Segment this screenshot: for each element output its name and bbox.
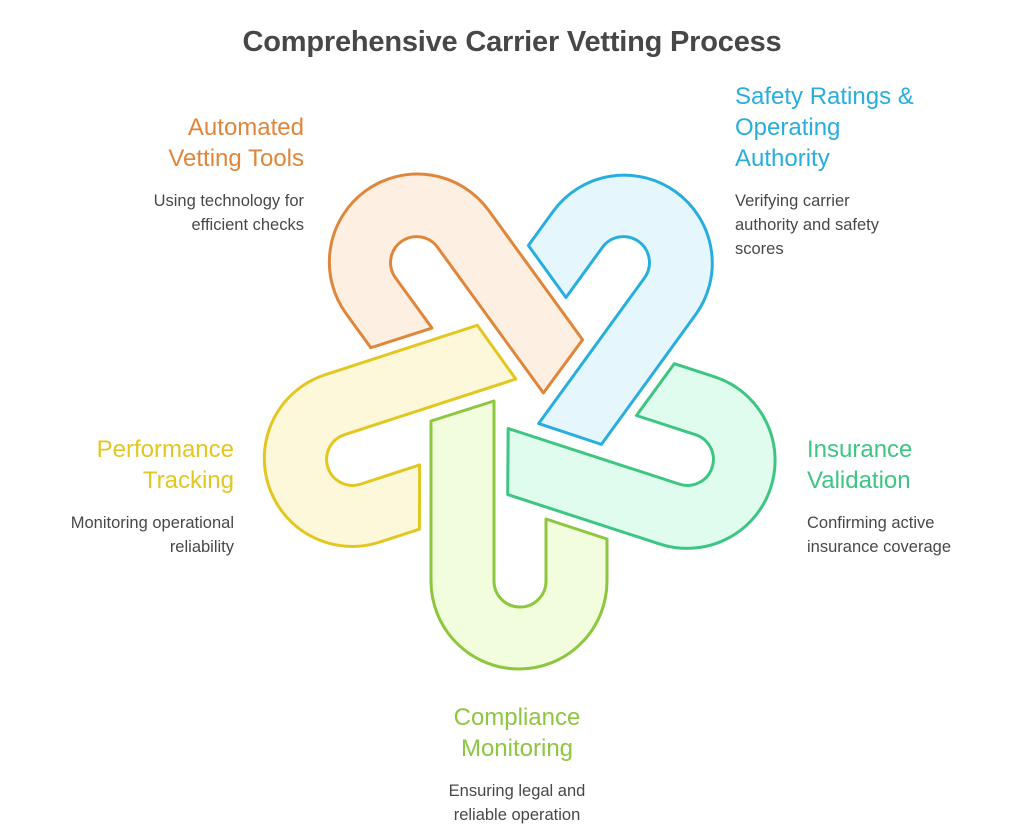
step-heading: Automated Vetting Tools — [154, 112, 304, 174]
step-automated-vetting-tools: Automated Vetting Tools Using technology… — [154, 112, 304, 237]
step-description: Using technology for efficient checks — [154, 189, 304, 237]
desc-line: Monitoring operational — [70, 514, 234, 532]
desc-line: insurance coverage — [807, 538, 952, 556]
step-description: Verifying carrier authority and safety s… — [735, 189, 914, 261]
desc-line: reliability — [169, 538, 234, 556]
hook-shape-performance-tracking — [262, 323, 518, 548]
desc-line: Ensuring legal and — [448, 782, 586, 800]
step-performance-tracking: Performance Tracking Monitoring operatio… — [71, 434, 234, 559]
step-description: Ensuring legal and reliable operation — [417, 779, 617, 827]
desc-line: authority and safety — [735, 216, 880, 234]
step-description: Confirming active insurance coverage — [807, 511, 951, 559]
heading-line: Tracking — [142, 467, 234, 494]
desc-line: reliable operation — [453, 806, 581, 824]
heading-line: Performance — [96, 436, 234, 463]
hook-shape-insurance-validation — [506, 362, 777, 550]
hook-shape-safety-ratings — [526, 173, 714, 446]
step-heading: Performance Tracking — [71, 434, 234, 496]
heading-line: Monitoring — [460, 735, 574, 762]
hook-shape-automated-vetting-tools — [327, 172, 585, 395]
desc-line: efficient checks — [191, 216, 304, 234]
diagram-title: Comprehensive Carrier Vetting Process — [242, 26, 782, 58]
step-insurance-validation: Insurance Validation Confirming active i… — [807, 434, 951, 559]
heading-line: Validation — [807, 467, 911, 494]
desc-line: Verifying carrier — [735, 192, 850, 210]
heading-line: Compliance — [453, 704, 581, 731]
step-safety-ratings: Safety Ratings & Operating Authority Ver… — [735, 81, 914, 261]
step-heading: Safety Ratings & Operating Authority — [735, 81, 914, 174]
step-description: Monitoring operational reliability — [71, 511, 234, 559]
hook-shape-compliance-monitoring — [429, 399, 609, 671]
heading-line: Operating — [735, 114, 841, 141]
step-heading: Insurance Validation — [807, 434, 951, 496]
heading-line: Authority — [735, 145, 830, 172]
step-compliance-monitoring: Compliance Monitoring Ensuring legal and… — [417, 702, 617, 827]
desc-line: Using technology for — [153, 192, 304, 210]
heading-line: Insurance — [807, 436, 913, 463]
heading-line: Automated — [187, 114, 304, 141]
heading-line: Vetting Tools — [168, 145, 304, 172]
heading-line: Safety Ratings & — [735, 83, 914, 110]
desc-line: Confirming active — [807, 514, 935, 532]
step-heading: Compliance Monitoring — [417, 702, 617, 764]
desc-line: scores — [735, 240, 784, 258]
